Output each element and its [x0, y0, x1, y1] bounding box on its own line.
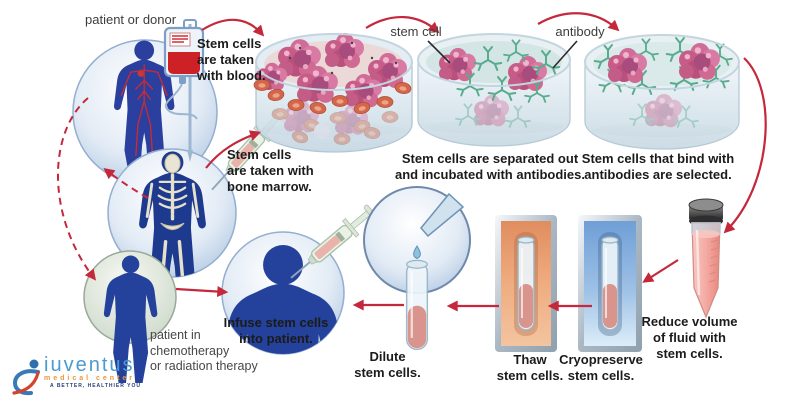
arrow-return-to-donor-dashed — [103, 167, 149, 199]
dashed-return-arrows — [57, 97, 149, 281]
pointer-line-stem-cell — [427, 40, 451, 64]
arrow-dish3-to-tube — [723, 57, 767, 234]
label-chemo-patient: patient in chemotherapy or radiation the… — [150, 328, 258, 373]
arrow-tube-to-cryo — [642, 259, 679, 283]
dilute-circle — [363, 186, 471, 351]
step-infuse: Infuse stem cells into patient. — [223, 315, 329, 346]
arrow-chemo-to-infuse — [175, 286, 229, 298]
label-antibody: antibody — [555, 24, 605, 39]
droplet-icon — [413, 245, 421, 260]
logo-subtitle: medical center — [44, 375, 136, 382]
dish1-cells — [253, 33, 413, 116]
label-stem-cell: stem cell — [390, 24, 442, 39]
conical-tube — [688, 198, 724, 319]
logo: iuventus medical center A BETTER, HEALTH… — [44, 354, 174, 389]
arrow-dish1-to-dish2 — [365, 16, 440, 34]
dish1-reflection — [271, 100, 399, 146]
petri-dish-1 — [253, 33, 413, 153]
step-marrow: Stem cells are taken with bone marrow. — [227, 147, 314, 194]
arrow-donor-to-chemo-dashed — [57, 97, 97, 281]
step-cryo: Cryopreserve stem cells. — [559, 352, 643, 383]
chemo-patient-circle — [83, 250, 177, 383]
label-patient-or-donor: patient or donor — [85, 12, 177, 27]
petri-dish-3 — [584, 34, 740, 150]
flow-arrows — [175, 12, 767, 312]
iv-blood-bag — [163, 19, 205, 162]
logo-mark — [12, 359, 40, 396]
step-blood: Stem cells are taken with blood. — [197, 36, 266, 83]
dilute-test-tube — [405, 259, 429, 351]
step-reduce: Reduce volume of fluid with stem cells. — [641, 314, 738, 361]
step-separate: Stem cells are separated out and incubat… — [395, 151, 585, 182]
step-thaw: Thaw stem cells. — [496, 352, 564, 383]
logo-name: iuventus — [44, 354, 135, 376]
step-dilute: Dilute stem cells. — [354, 349, 421, 380]
arrow-marrow-to-dish1 — [205, 130, 262, 169]
thaw-test-tube — [517, 236, 535, 331]
pipette-icon — [420, 192, 465, 238]
logo-tagline: A BETTER, HEALTHIER YOU — [50, 383, 141, 389]
thaw-block — [495, 215, 557, 352]
petri-dish-2 — [417, 33, 571, 147]
arrow-bag-to-dish1 — [201, 18, 265, 37]
cryopreserve-block — [578, 215, 642, 352]
step-select: Stem cells that bind with antibodies are… — [581, 151, 735, 182]
pointer-line-antibody — [552, 40, 578, 69]
cryo-test-tube — [601, 236, 619, 331]
arrow-dish2-to-dish3 — [537, 12, 620, 32]
